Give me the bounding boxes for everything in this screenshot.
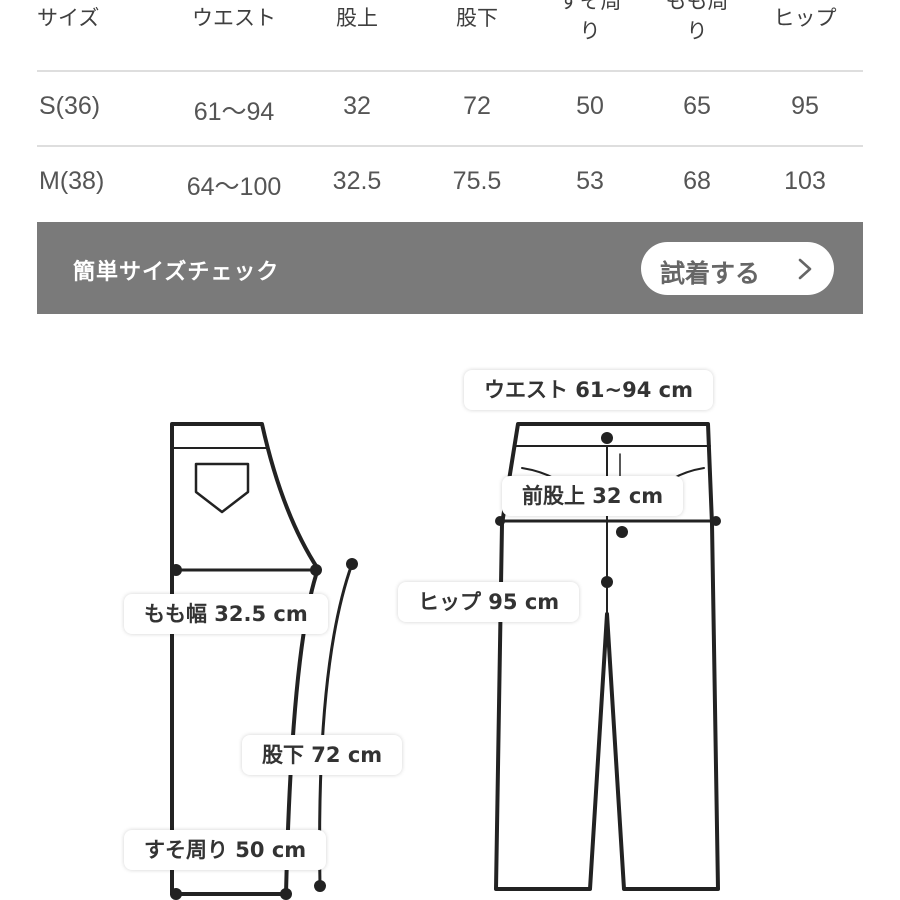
label-hem: すそ周り 50 cm [124,830,327,870]
measure-dot [170,564,182,576]
row-s-rise: 32 [343,92,371,120]
row-m-waist: 64〜100 [186,173,282,201]
label-hip: ヒップ 95 cm [398,582,580,622]
try-on-button-label: 試着する [660,259,761,288]
size-check-title: 簡単サイズチェック [73,260,280,285]
label-front-rise: 前股上 32 cm [502,476,684,516]
measure-dot [346,558,358,570]
header-hem: すそ周 り [558,0,622,43]
row-m-hip: 103 [784,167,826,195]
side-view-pants [170,422,354,896]
header-rise: 股上 [336,6,378,30]
row-s-waist: 61〜94 [193,98,275,126]
size-table: サイズ ウエスト 股上 股下 すそ周 り もも周 り ヒップ S(36) 61〜… [37,0,863,222]
measure-dot [601,432,613,444]
measure-dot [170,888,182,900]
row-m-thigh: 68 [683,167,711,195]
row-s-hem: 50 [576,92,604,120]
row-s-hip: 95 [791,92,819,120]
label-thigh: もも幅 32.5 cm [124,594,328,634]
row-s-size: S(36) [39,92,101,120]
row-m-inseam: 75.5 [452,167,502,195]
pants-illustration [170,422,721,900]
header-waist: ウエスト [192,6,276,30]
row-m-size: M(38) [39,167,105,195]
header-hip: ヒップ [773,6,837,30]
header-size: サイズ [37,6,100,30]
measure-dot [711,516,721,526]
measure-dot [314,880,326,892]
label-inseam: 股下 72 cm [242,735,403,775]
row-s-inseam: 72 [463,92,491,120]
row-m-rise: 32.5 [332,167,382,195]
measure-dot [616,526,628,538]
row-s-thigh: 65 [683,92,711,120]
size-check-banner: 簡単サイズチェック 試着する [37,222,863,314]
try-on-button[interactable]: 試着する [641,242,834,295]
chevron-right-icon [798,258,812,280]
header-thigh: もも周 り [665,0,729,43]
measure-dot [310,564,322,576]
header-inseam: 股下 [456,6,498,30]
label-waist: ウエスト 61~94 cm [464,370,713,410]
measurement-diagram: ウエスト 61~94 cm 前股上 32 cm ヒップ 95 cm もも幅 32… [0,314,900,900]
measure-dot [280,888,292,900]
measure-dot [495,516,505,526]
table-divider [37,70,863,72]
table-divider [37,145,863,147]
measure-dot [601,576,613,588]
row-m-hem: 53 [576,167,604,195]
